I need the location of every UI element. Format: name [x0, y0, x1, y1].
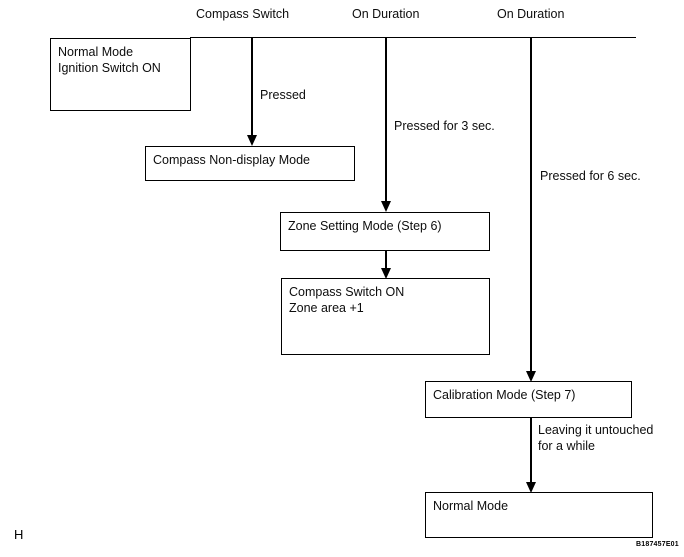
node-normal-mode-final: Normal Mode	[425, 492, 653, 538]
arrowhead-zone-to-compass-switch-on	[381, 268, 391, 279]
header-divider-rule	[190, 37, 636, 39]
connector-zone-to-compass-switch-on	[385, 251, 387, 274]
node-compass-non-display-mode-line1: Compass Non-display Mode	[153, 153, 311, 167]
node-compass-switch-on-line1: Compass Switch ON	[289, 285, 405, 299]
node-normal-mode-ignition-line1: Normal Mode	[58, 45, 134, 59]
node-normal-mode-final-line1: Normal Mode	[433, 499, 509, 513]
arrowhead-pressed-6-sec	[526, 371, 536, 382]
edge-label-untouched-line2: for a while	[538, 439, 595, 453]
column-header-on-duration-2: On Duration	[497, 7, 565, 21]
node-calibration-mode: Calibration Mode (Step 7)	[425, 381, 632, 418]
connector-pressed-6-sec	[530, 37, 532, 377]
connector-untouched	[530, 418, 532, 488]
arrowhead-pressed-3-sec	[381, 201, 391, 212]
connector-pressed	[251, 37, 253, 141]
figure-id-label: B187457E01	[636, 541, 679, 548]
column-header-on-duration-1: On Duration	[352, 7, 420, 21]
node-compass-switch-on: Compass Switch ON Zone area +1	[281, 278, 490, 355]
arrowhead-untouched	[526, 482, 536, 493]
page-corner-mark: H	[14, 527, 24, 542]
column-header-compass-switch: Compass Switch	[196, 7, 290, 21]
edge-label-pressed-3-sec: Pressed for 3 sec.	[394, 119, 495, 133]
node-calibration-mode-line1: Calibration Mode (Step 7)	[433, 388, 576, 402]
node-normal-mode-ignition-line2: Ignition Switch ON	[58, 61, 161, 75]
edge-label-untouched-line1: Leaving it untouched	[538, 423, 654, 437]
node-zone-setting-mode-line1: Zone Setting Mode (Step 6)	[288, 219, 442, 233]
node-compass-non-display-mode: Compass Non-display Mode	[145, 146, 355, 181]
node-zone-setting-mode: Zone Setting Mode (Step 6)	[280, 212, 490, 251]
node-compass-switch-on-line2: Zone area +1	[289, 301, 364, 315]
edge-label-pressed: Pressed	[260, 88, 306, 102]
edge-label-untouched: Leaving it untouched for a while	[538, 422, 653, 454]
arrowhead-pressed	[247, 135, 257, 146]
connector-pressed-3-sec	[385, 37, 387, 207]
node-normal-mode-ignition: Normal Mode Ignition Switch ON	[50, 38, 191, 111]
edge-label-pressed-6-sec: Pressed for 6 sec.	[540, 169, 641, 183]
